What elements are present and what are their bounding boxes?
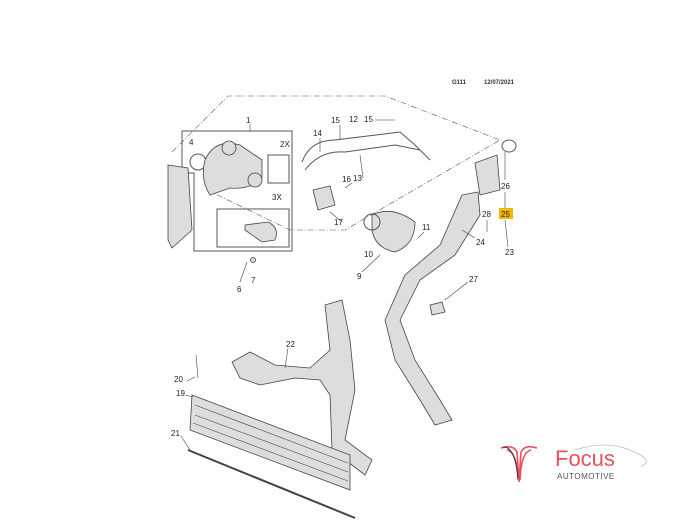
turbo-outlet (247, 172, 263, 188)
callout-14: 14 (313, 129, 322, 138)
callout-15a: 15 (331, 116, 340, 125)
manifold (167, 164, 193, 249)
bolt (195, 354, 199, 379)
nut (250, 257, 256, 263)
callout-7: 7 (251, 276, 256, 285)
callout-26: 26 (501, 182, 510, 191)
callout-23: 23 (505, 248, 514, 257)
focus-automotive-logo: Focus AUTOMOTIVE (497, 442, 648, 492)
callout-22: 22 (286, 340, 295, 349)
callout-25-highlight (499, 208, 513, 219)
callout-28: 28 (482, 210, 491, 219)
callout-24: 24 (476, 238, 485, 247)
oil-line (301, 131, 431, 171)
logo-emblem-icon (500, 445, 538, 483)
box-2x (267, 154, 290, 184)
intake-pipe (384, 191, 481, 426)
leader-lines (180, 119, 509, 451)
intercooler-fins (192, 404, 349, 482)
callout-1: 1 (246, 116, 251, 125)
bellows-hose (474, 154, 501, 196)
callout-15b: 15 (364, 115, 373, 124)
sensor (429, 301, 446, 316)
turbo-inlet (221, 140, 237, 156)
callout-19: 19 (176, 389, 185, 398)
callout-10: 10 (364, 250, 373, 259)
diagram-code: G111 (452, 80, 467, 86)
callout-11: 11 (422, 223, 431, 232)
callout-21: 21 (171, 429, 180, 438)
callout-12: 12 (349, 115, 358, 124)
box-3x (216, 208, 290, 248)
intercooler (189, 394, 351, 491)
assembly-outline (171, 95, 501, 231)
callout-4: 4 (189, 138, 194, 147)
car-outline-icon (574, 444, 648, 468)
callout-2x: 2X (280, 140, 290, 149)
callout-20: 20 (174, 375, 183, 384)
logo-subtitle: AUTOMOTIVE (557, 472, 615, 481)
callout-25: 25 (501, 210, 510, 219)
charge-pipe (231, 299, 373, 476)
diagram-date: 12/07/2021 (484, 80, 515, 86)
callout-27: 27 (469, 275, 478, 284)
clamp-ring (501, 139, 517, 153)
actuator (244, 221, 277, 243)
callout-16: 16 (342, 175, 351, 184)
callout-17: 17 (334, 218, 343, 227)
callout-9: 9 (357, 272, 362, 281)
egr-valve (371, 210, 416, 253)
turbocharger (202, 142, 263, 196)
egr-gasket (363, 213, 381, 231)
callout-13: 13 (353, 174, 362, 183)
thermostat (312, 185, 336, 211)
callout-3x: 3X (272, 193, 282, 202)
logo-name: Focus (555, 446, 615, 471)
stud (239, 261, 248, 283)
callout-6: 6 (237, 285, 242, 294)
seal-strip (187, 449, 356, 519)
